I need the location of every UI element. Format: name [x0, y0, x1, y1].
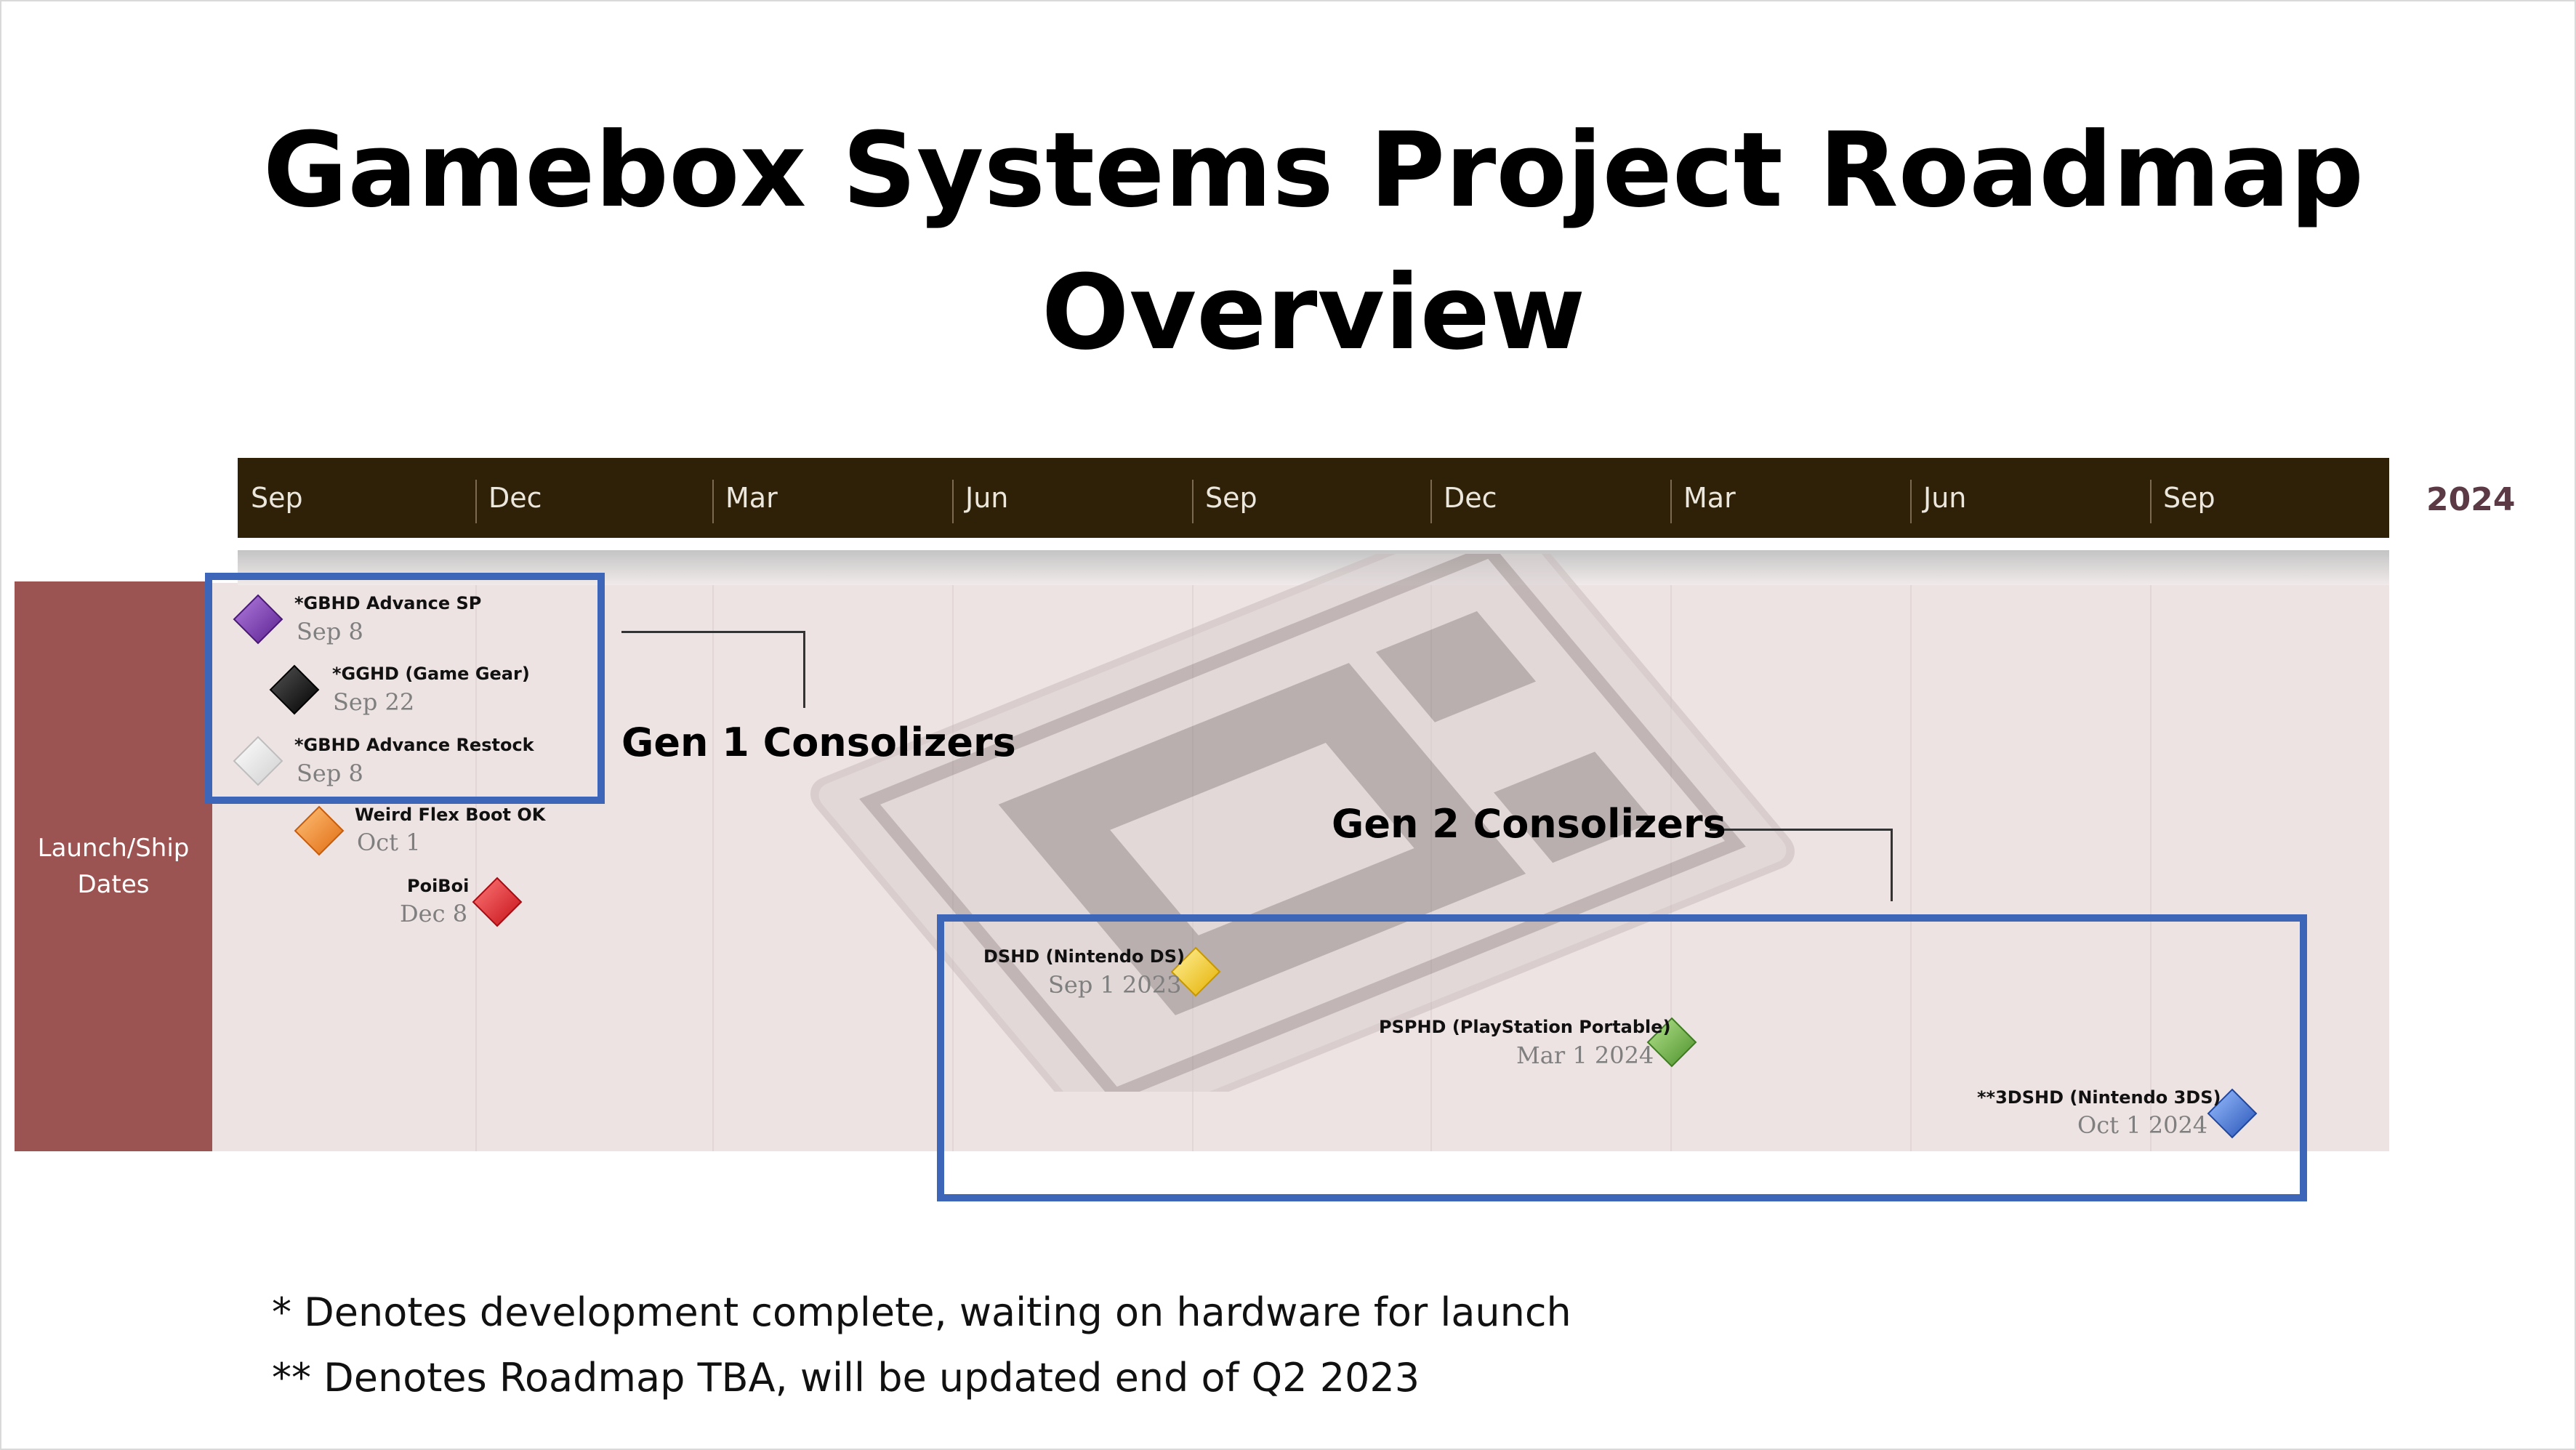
milestone-diamond-purple[interactable] [233, 594, 283, 645]
title-line-1: Gamebox Systems Project Roadmap [262, 110, 2364, 230]
row-label-launch-ship-dates: Launch/Ship Dates [15, 581, 212, 1151]
row-label-line-2: Dates [77, 870, 150, 899]
milestone-date: Sep 22 [333, 688, 415, 716]
month-label: Mar [725, 482, 778, 514]
month-label: Jun [965, 482, 1009, 514]
month-label: Sep [251, 482, 303, 514]
month-label: Jun [1923, 482, 1967, 514]
month-separator [1430, 480, 1432, 523]
timeline-band [238, 458, 2389, 538]
month-label: Mar [1683, 482, 1736, 514]
milestone-name: *GGHD (Game Gear) [332, 664, 530, 684]
milestone-date: Oct 1 [357, 829, 421, 856]
month-label: Dec [488, 482, 542, 514]
month-separator [2150, 480, 2152, 523]
month-label: Sep [2163, 482, 2215, 514]
milestone-diamond-white[interactable] [233, 736, 283, 786]
gen2-group-box [937, 914, 2307, 1201]
milestone-diamond-yellow[interactable] [1170, 946, 1221, 997]
month-separator [1192, 480, 1194, 523]
milestone-date: Sep 8 [297, 760, 363, 787]
milestone-name: **3DSHD (Nintendo 3DS) [1977, 1087, 2221, 1108]
milestone-diamond-red[interactable] [472, 877, 523, 927]
grid-line [475, 583, 477, 1151]
year-label: 2024 [2426, 481, 2516, 518]
milestone-name: Weird Flex Boot OK [355, 805, 546, 825]
milestone-date: Dec 8 [400, 900, 468, 927]
milestone-date: Mar 1 2024 [1516, 1042, 1654, 1069]
milestone-date: Sep 8 [297, 618, 363, 645]
footnote-1: * Denotes development complete, waiting … [272, 1289, 1571, 1335]
milestone-date: Oct 1 2024 [2077, 1111, 2208, 1139]
footnote-2: ** Denotes Roadmap TBA, will be updated … [272, 1355, 1420, 1401]
month-label: Sep [1205, 482, 1257, 514]
gamebox-logo-watermark [810, 554, 1795, 1092]
month-separator [952, 480, 954, 523]
gen1-group-title: Gen 1 Consolizers [621, 720, 1016, 765]
gen1-group-box [205, 573, 605, 804]
milestone-diamond-orange[interactable] [294, 805, 345, 856]
grid-line [1910, 583, 1912, 1151]
gen2-group-title: Gen 2 Consolizers [1332, 801, 1726, 847]
milestone-name: DSHD (Nintendo DS) [983, 946, 1185, 967]
month-label: Dec [1444, 482, 1497, 514]
milestone-date: Sep 1 2023 [1048, 971, 1182, 999]
grid-line [712, 583, 714, 1151]
milestone-name: *GBHD Advance SP [294, 593, 482, 613]
month-separator [712, 480, 714, 523]
milestone-name: PSPHD (PlayStation Portable) [1379, 1017, 1671, 1037]
gen1-connector [621, 631, 805, 633]
milestone-name: *GBHD Advance Restock [294, 735, 534, 755]
milestone-name: PoiBoi [407, 876, 470, 896]
title-line-2: Overview [1041, 253, 1586, 373]
month-separator [1910, 480, 1912, 523]
page-title: Gamebox Systems Project Roadmap Overview [1, 100, 2576, 384]
milestone-diamond-black[interactable] [269, 664, 320, 715]
row-label-line-1: Launch/Ship [37, 834, 190, 863]
gen1-connector-drop [803, 631, 805, 708]
gen2-connector [1710, 829, 1893, 831]
gen2-connector-drop [1891, 829, 1893, 901]
month-separator [475, 480, 477, 523]
milestone-diamond-green[interactable] [1646, 1017, 1697, 1068]
month-separator [1670, 480, 1672, 523]
milestone-diamond-blue[interactable] [2207, 1088, 2258, 1139]
grid-line [2150, 583, 2152, 1151]
